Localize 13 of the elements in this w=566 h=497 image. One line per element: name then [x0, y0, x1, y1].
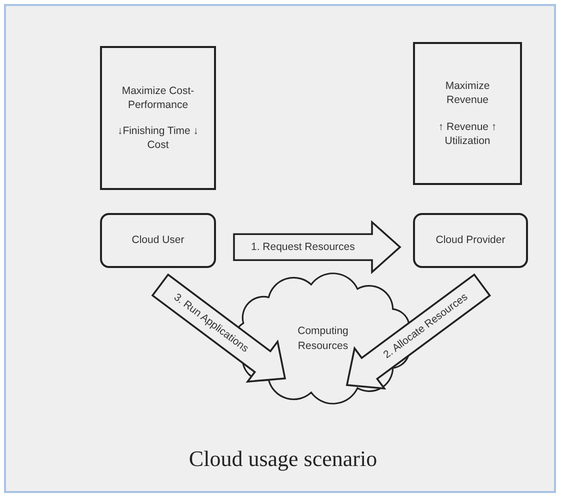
goal-heading: Maximize Cost-Performance [120, 84, 196, 112]
goal-box [413, 42, 522, 185]
actor-label: Cloud User [132, 233, 184, 248]
actor-box [413, 213, 528, 268]
actor-label: Cloud Provider [436, 233, 506, 248]
cloud-label: Computing Resources [296, 324, 350, 353]
actor-box [100, 213, 216, 268]
goal-box [100, 46, 216, 190]
goal-list: ↓Finishing Time ↓ Cost [116, 124, 200, 152]
goal-list: ↑ Revenue ↑ Utilization [426, 120, 510, 148]
goal-heading: Maximize Revenue [444, 79, 491, 108]
caption: Cloud usage scenario [188, 446, 378, 472]
edge-label: 1. Request Resources [250, 240, 355, 254]
